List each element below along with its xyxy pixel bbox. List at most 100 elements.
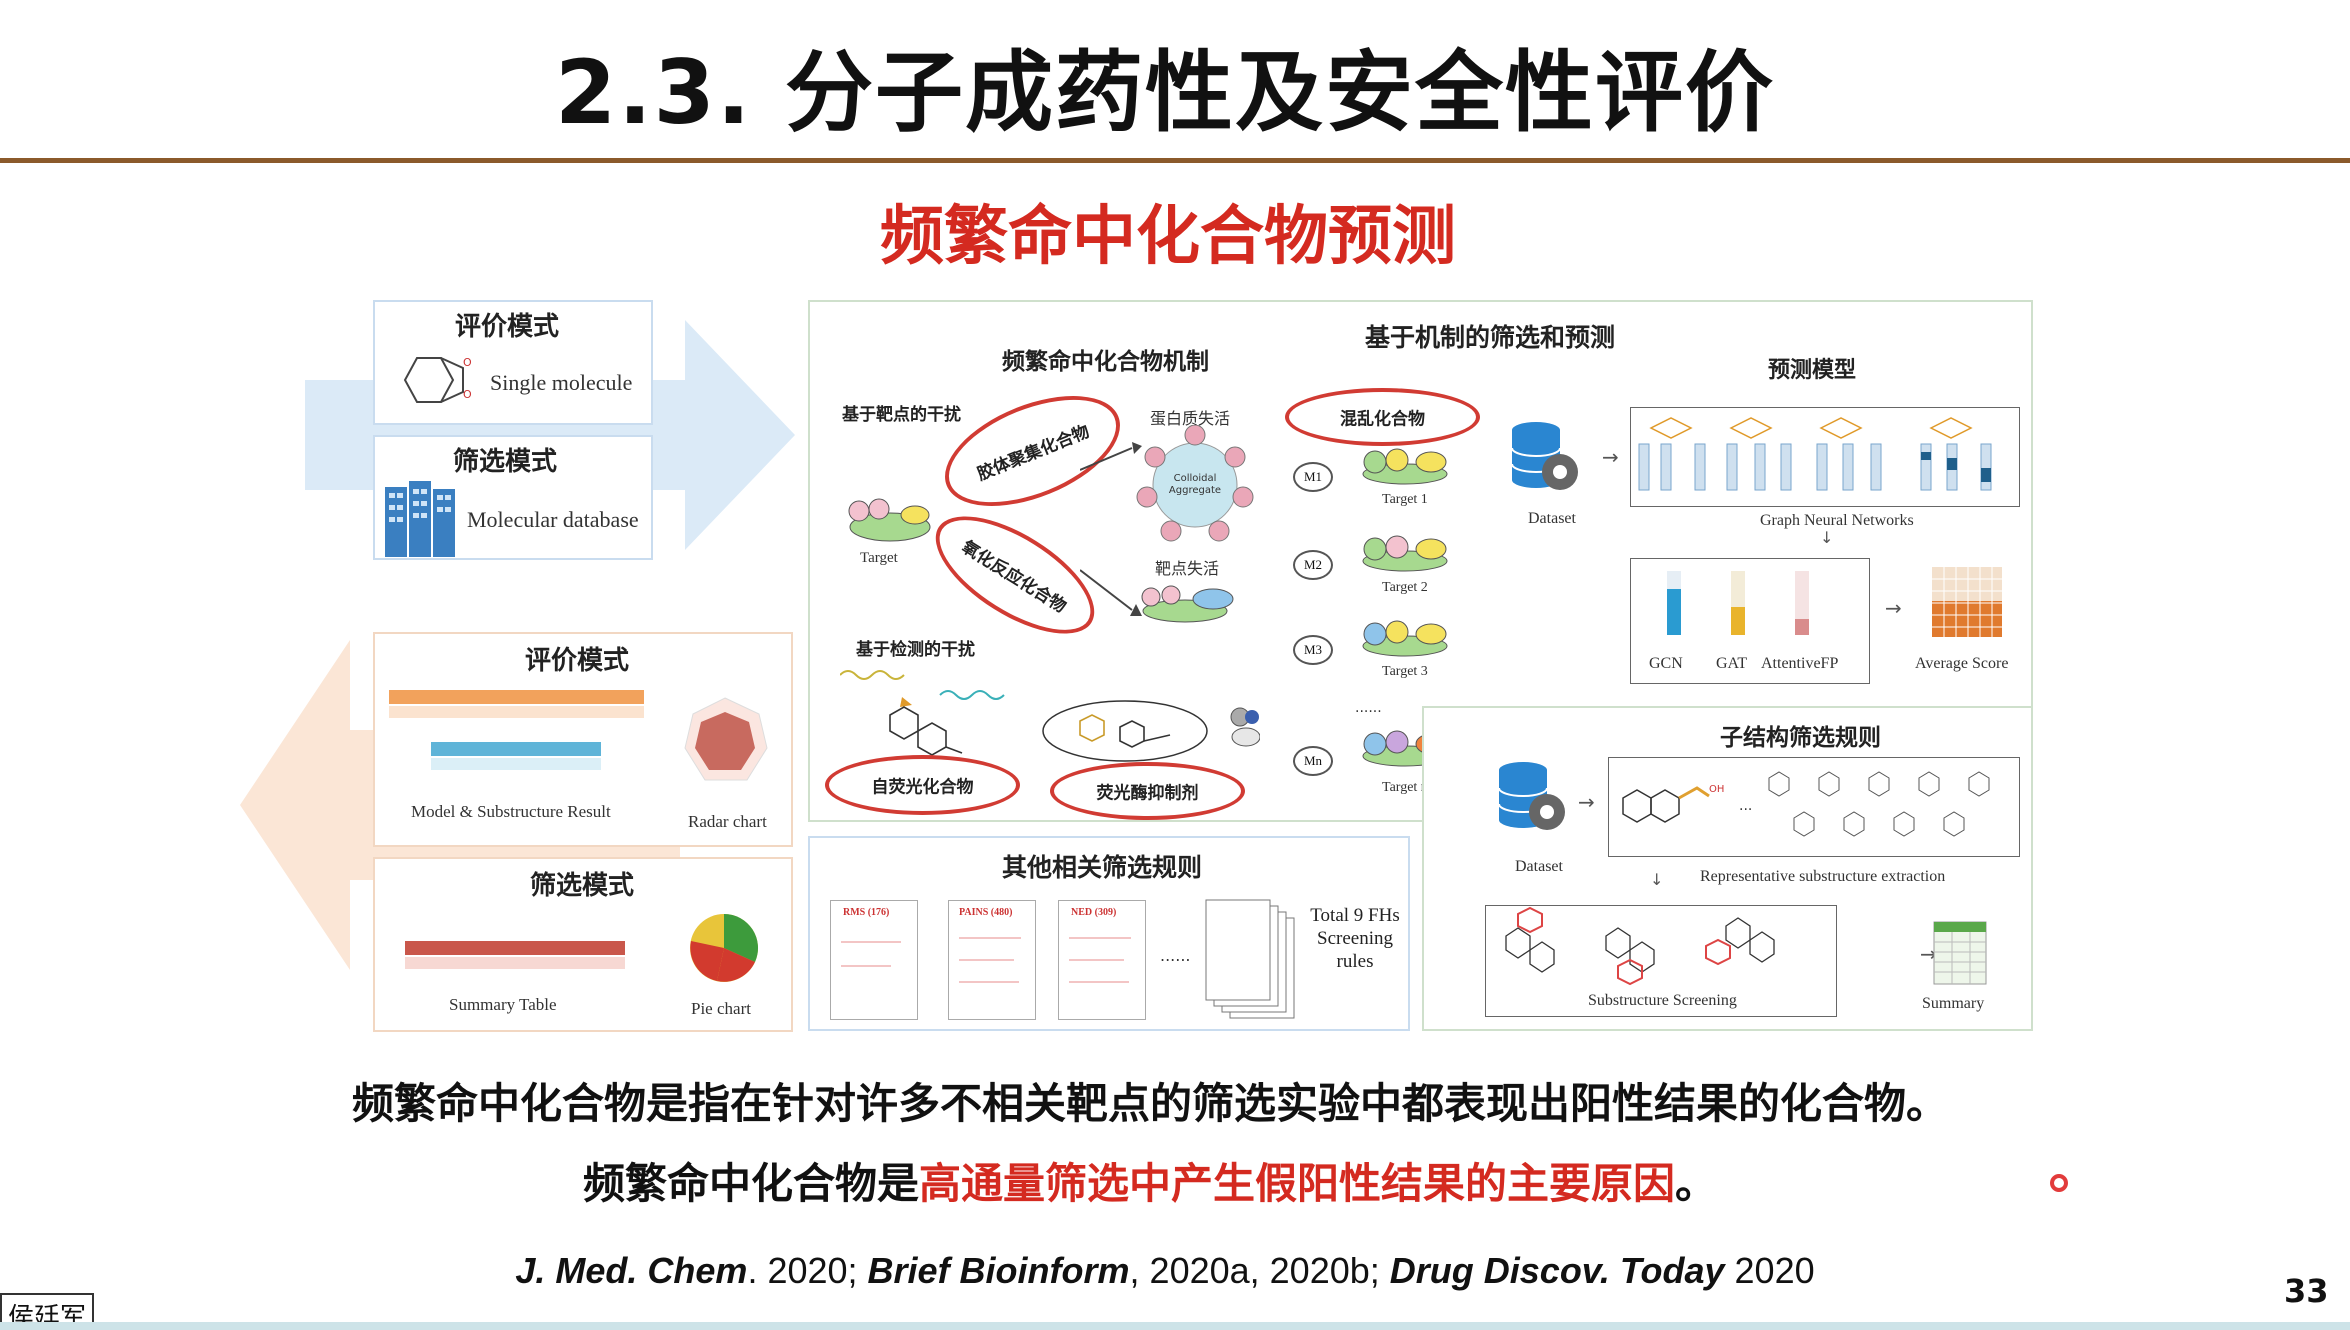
svg-text:Colloidal: Colloidal [1174,473,1217,484]
mechanism-title: 频繁命中化合物机制 [1002,349,1209,375]
summary-table-header [405,941,625,955]
slide-title: 2.3. 分子成药性及安全性评价 [555,41,1775,144]
m1-tag: M1 [1293,462,1333,492]
promiscuous-ellipse: 混乱化合物 [1285,388,1480,446]
summary-table-icon [1933,921,1987,985]
laser-pointer [2050,1174,2068,1192]
title-rule [0,158,2350,163]
other-rules-title: 其他相关筛选规则 [1002,853,1203,882]
screen-mode-card-top: 筛选模式 Molecular database [373,435,653,560]
gnn-down-arrow: ↓ [1820,528,1834,547]
citation-journal-3: Drug Discov. Today [1389,1250,1725,1291]
extraction-label: Representative substructure extraction [1700,868,1946,885]
benzodioxole-icon: OO [403,356,472,403]
interaction-arrows [1080,442,1142,616]
target-1-icon [1362,448,1448,485]
database-gear-icon [1511,422,1578,490]
molecular-database-label: Molecular database [467,507,639,532]
gcn-label: GCN [1649,655,1683,672]
svg-text:...: ... [1739,798,1752,814]
m2-tag: M2 [1293,550,1333,580]
rms-rule-card: RMS (176) [830,900,918,1020]
substructure-molecules: OH ... [1622,771,1990,837]
substructure-screening-box: Substructure Screening [1485,905,1837,1017]
gnn-box [1630,407,2020,507]
fluorescent-molecule-icon [889,706,963,756]
average-score-label: Average Score [1915,655,2009,672]
screening-label: Substructure Screening [1588,992,1737,1009]
stacked-pages-icon [1205,899,1295,1019]
eval-mode-card-bottom: 评价模式 Model & Substructure Result Radar c… [373,632,793,847]
other-rules-panel: 其他相关筛选规则 RMS (176) PAINS (480) NED (309)… [808,836,1410,1031]
gnn-label: Graph Neural Networks [1760,512,1914,529]
pains-rule-card: PAINS (480) [948,900,1036,1020]
svg-text:O: O [463,388,472,401]
target-interference-label: 基于靶点的干扰 [842,405,961,425]
target-2-label: Target 2 [1382,580,1428,595]
model-score-bars [1667,571,1809,635]
section-subtitle: 频繁命中化合物预测 [880,200,1456,274]
citation-journal-2: Brief Bioinform [867,1250,1130,1291]
summary-table-label: Summary Table [449,995,557,1014]
targets-ellipsis: ...... [1355,700,1382,716]
substructure-extraction-box: OH ... [1608,757,2020,857]
dataset-arrow-2: → [1578,790,1595,814]
target-3-label: Target 3 [1382,664,1428,679]
page-number: 33 [2284,1272,2329,1310]
dataset-label: Dataset [1528,510,1576,527]
eval-mode-title: 评价模式 [455,312,560,342]
summary-arrow: → [1920,942,1937,966]
target-2-icon [1362,535,1448,572]
database-buildings-icon [385,481,455,557]
screen-mode-card-bottom: 筛选模式 Summary Table Pie chart [373,857,793,1032]
average-score-icon [1932,567,2002,637]
single-molecule-label: Single molecule [490,370,633,395]
radar-chart-icon [684,697,768,781]
protein-inactivation-label: 蛋白质失活 [1150,409,1231,428]
detection-interference-label: 基于检测的干扰 [856,640,975,660]
dataset-arrow: → [1602,445,1619,469]
gnn-diagram [1638,417,1992,491]
bottom-edge [0,1322,2350,1330]
attentivefp-label: AttentiveFP [1761,655,1839,672]
screen-mode-title: 筛选模式 [453,447,558,477]
substructure-title: 子结构筛选规则 [1720,725,1881,751]
target-1-label: Target 1 [1382,492,1428,507]
radar-chart-label: Radar chart [688,812,767,831]
gat-label: GAT [1716,655,1748,672]
mn-tag: Mn [1293,746,1333,776]
ned-rule-card: NED (309) [1058,900,1146,1020]
pie-chart-icon [690,914,759,982]
score-arrow: → [1885,596,1902,620]
total-rules-text: Total 9 FHs Screening rules [1310,905,1400,972]
luciferase-inhibitor-ellipse: 荧光酶抑制剂 [1050,762,1245,820]
summary-label: Summary [1922,995,1985,1012]
citation: J. Med. Chem. 2020; Brief Bioinform, 202… [515,1250,1815,1291]
rules-ellipsis: ...... [1160,946,1191,965]
database-gear-icon-2 [1498,762,1565,830]
light-waves-icon [840,670,1005,707]
definition-line: 频繁命中化合物是指在针对许多不相关靶点的筛选实验中都表现出阳性结果的化合物。 [351,1079,1948,1128]
screen-mode-title: 筛选模式 [530,871,635,901]
cause-prefix: 频繁命中化合物是 [582,1159,919,1208]
target-label: Target [860,550,898,566]
svg-text:O: O [463,356,472,369]
cause-suffix: 。 [1675,1159,1718,1208]
prediction-model-title: 预测模型 [1768,358,1857,383]
model-scores-box: GCN GAT AttentiveFP [1630,558,1870,684]
result-table-blue [431,742,601,756]
svg-text:Aggregate: Aggregate [1169,485,1221,496]
svg-text:OH: OH [1709,784,1724,795]
target-inactivation-label: 靶点失活 [1155,559,1220,578]
inactivated-target-icon [1141,585,1234,623]
target-protein-icon [848,498,931,542]
eval-mode-title: 评价模式 [525,646,630,676]
dataset-label-2: Dataset [1515,858,1563,875]
citation-journal-1: J. Med. Chem [515,1250,748,1291]
extraction-down-arrow: ↓ [1650,870,1664,889]
pie-chart-label: Pie chart [691,999,751,1018]
target-n-label: Target n [1382,780,1428,795]
screened-molecules [1505,906,1775,986]
cause-line: 频繁命中化合物是高通量筛选中产生假阳性结果的主要原因。 [0,1150,2300,1211]
